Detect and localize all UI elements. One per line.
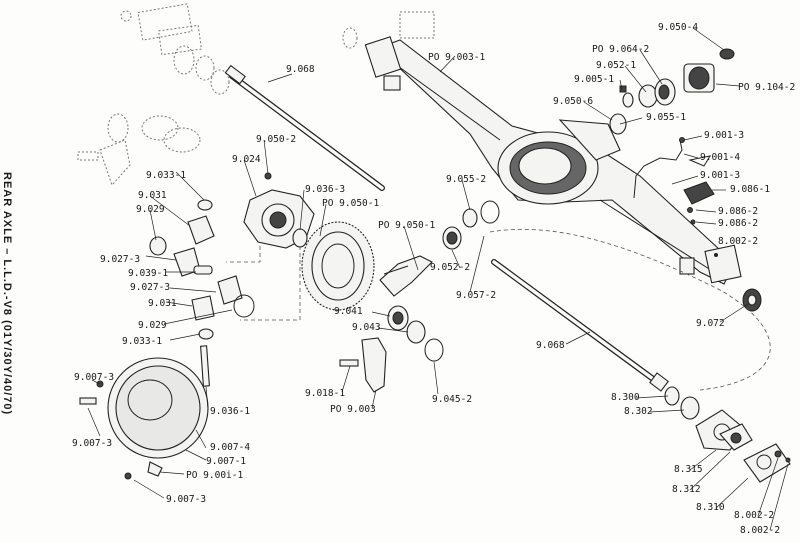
part-callout: 9.055-2	[446, 174, 486, 185]
part-callout: 9.068	[536, 340, 565, 351]
part-callout: 9.033-1	[146, 170, 186, 181]
part-callout: 9.050-6	[553, 96, 593, 107]
part-callout: 9.086-2	[718, 218, 758, 229]
part-callout: PO 9.00i-1	[186, 470, 243, 481]
part-callout: 9.057-2	[456, 290, 496, 301]
part-callout: 9.007-3	[74, 372, 114, 383]
part-callout: 9.086-1	[730, 184, 770, 195]
pinion-flange-group	[609, 48, 735, 135]
part-callout: 8.002-2	[718, 236, 758, 247]
part-callout: 9.036-3	[305, 184, 345, 195]
drive-pinion-group	[339, 200, 500, 393]
part-callout: 9.007-1	[206, 456, 246, 467]
half-shaft-upper	[224, 64, 385, 191]
differential-case	[243, 172, 315, 249]
part-callout: 9.007-4	[210, 442, 250, 453]
part-callout: 9.033-1	[122, 336, 162, 347]
part-callout: PO 9.064-2	[592, 44, 649, 55]
part-callout: 9.036-1	[210, 406, 250, 417]
part-callout: 9.029	[136, 204, 165, 215]
part-callout: 9.027-3	[130, 282, 170, 293]
ghost-parts-upper-left	[77, 3, 435, 186]
part-callout: PO 9.104-2	[738, 82, 795, 93]
part-callout: 9.007-3	[72, 438, 112, 449]
part-callout: 9.039-1	[128, 268, 168, 279]
part-callout: 9.052-1	[596, 60, 636, 71]
part-callout: 9.055-1	[646, 112, 686, 123]
part-callout: 8.315	[674, 464, 703, 475]
part-callout: 9.041	[334, 306, 363, 317]
wheel-end-group	[664, 288, 791, 483]
part-callout: PO 9.050-1	[322, 198, 379, 209]
part-callout: 9.001-3	[704, 130, 744, 141]
part-callout: 8.310	[696, 502, 725, 513]
part-callout: 8.002-2	[734, 510, 774, 521]
leader-lines	[87, 27, 789, 531]
part-callout: 9.007-3	[166, 494, 206, 505]
assembly-guide-lines	[226, 229, 771, 391]
part-callout: 9.072	[696, 318, 725, 329]
part-callout: 8.302	[624, 406, 653, 417]
part-callout: 9.052-2	[430, 262, 470, 273]
part-callout: 9.018-1	[305, 388, 345, 399]
part-callout: 9.001-3	[700, 170, 740, 181]
ring-gear	[301, 221, 375, 311]
brake-line-group	[633, 137, 715, 225]
part-callout: 9.024	[232, 154, 261, 165]
part-callout: PO 9.003	[330, 404, 376, 415]
part-callout: 8.300	[611, 392, 640, 403]
part-callout: PO 9.050-1	[378, 220, 435, 231]
part-callout: 9.043	[352, 322, 381, 333]
part-callout: 9.068	[286, 64, 315, 75]
housing-cover	[79, 345, 210, 480]
part-callout: 9.029	[138, 320, 167, 331]
part-callout: 9.031	[138, 190, 167, 201]
half-shaft-lower	[491, 259, 669, 392]
part-callout: 9.001-4	[700, 152, 740, 163]
part-callout: 9.050-4	[658, 22, 698, 33]
part-callout: 9.086-2	[718, 206, 758, 217]
part-callout: 9.050-2	[256, 134, 296, 145]
axle-housing	[364, 36, 742, 285]
part-callout: 9.045-2	[432, 394, 472, 405]
part-callout: 9.005-1	[574, 74, 614, 85]
part-callout: 9.031	[148, 298, 177, 309]
part-callout: PO 9.003-1	[428, 52, 485, 63]
side-title: REAR AXLE – L.L.D.-V8 (01Y/30Y/40/70)	[1, 172, 13, 415]
callout-labels: 9.068 PO 9.003-1 9.050-4 PO 9.064-2 9.052-1 9…	[72, 22, 795, 536]
part-callout: 8.312	[672, 484, 701, 495]
part-callout: 8.002-2	[740, 525, 780, 536]
part-callout: 9.027-3	[100, 254, 140, 265]
